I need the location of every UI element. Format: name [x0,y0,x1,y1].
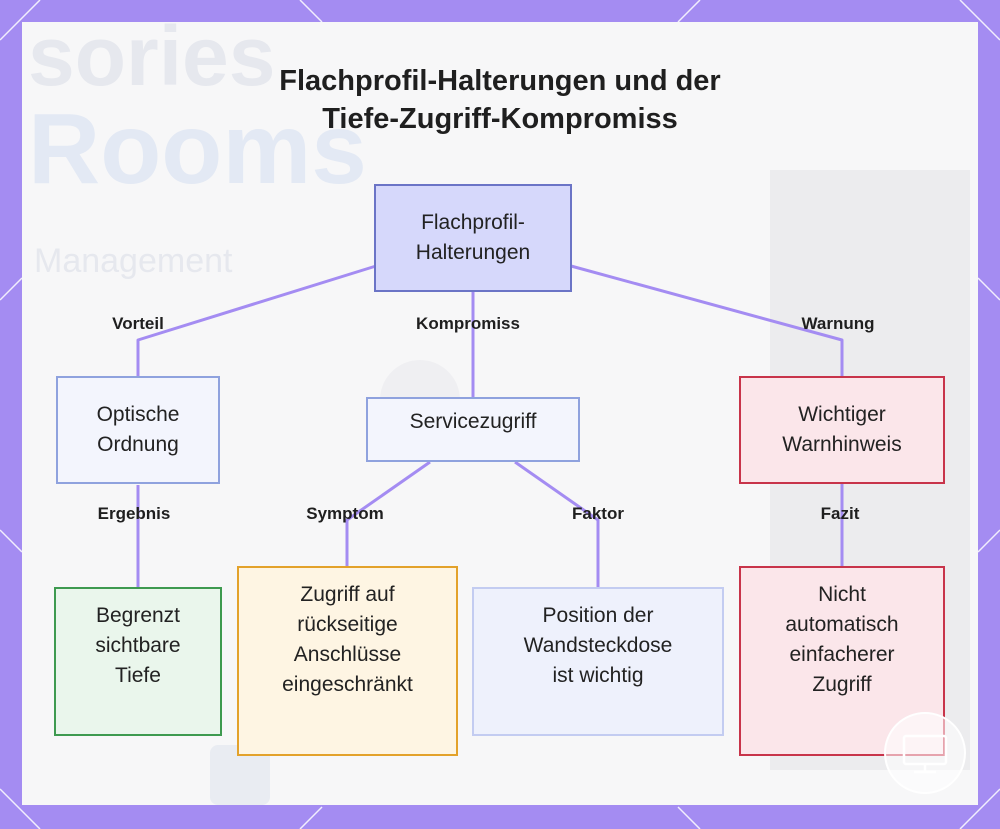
node-text: Zugriff auf [300,583,395,606]
node-begrenzt-sichtbare-tiefe: Begrenzt sichtbare Tiefe [54,587,222,736]
node-text: Anschlüsse [293,643,402,666]
node-text: Ordnung [97,433,179,456]
node-text: sichtbare [95,634,181,657]
connector-vorteil [136,264,377,377]
connector-warnung [570,264,844,377]
node-text: Nicht [818,583,866,606]
edge-label-ergebnis: Ergebnis [97,504,171,523]
node-optische-ordnung: Optische Ordnung [56,376,220,484]
node-text: Flachprofil- [421,211,525,234]
node-text: Servicezugriff [409,410,537,433]
node-zugriff-eingeschraenkt: Zugriff auf rückseitige Anschlüsse einge… [237,566,458,756]
node-text: einfacherer [789,643,895,666]
background-word: sories [28,9,276,103]
node-text: eingeschränkt [282,673,413,696]
edge-label-symptom: Symptom [306,504,384,523]
background-word: Rooms [28,93,367,205]
background-word: Management [34,242,233,280]
node-text: Position der [542,604,654,627]
node-nicht-einfacherer-zugriff: Nicht automatisch einfacherer Zugriff [739,566,945,756]
diagram-title: Flachprofil-Halterungen und der Tiefe-Zu… [200,62,800,138]
node-text: Warnhinweis [782,433,902,456]
node-text: Halterungen [415,241,531,264]
node-text: Wandsteckdose [523,634,673,657]
node-servicezugriff: Servicezugriff [366,397,580,462]
node-position-wandsteckdose: Position der Wandsteckdose ist wichtig [472,587,724,736]
node-text: Zugriff [812,673,872,696]
edge-label-fazit: Fazit [820,504,860,523]
node-text: rückseitige [297,613,398,636]
node-text: automatisch [785,613,899,636]
node-text: Optische [96,403,180,426]
node-flachprofil-halterungen: Flachprofil- Halterungen [374,184,572,292]
title-line: Tiefe-Zugriff-Kompromiss [322,103,678,135]
node-text: Tiefe [115,664,161,687]
node-text: Wichtiger [798,403,886,426]
monitor-badge-icon [884,712,966,794]
edge-label-vorteil: Vorteil [112,314,164,333]
edge-label-warnung: Warnung [801,314,875,333]
node-text: ist wichtig [552,664,644,687]
connector-faktor [514,460,600,588]
node-wichtiger-warnhinweis: Wichtiger Warnhinweis [739,376,945,484]
title-line: Flachprofil-Halterungen und der [279,65,721,97]
node-text: Begrenzt [95,604,181,627]
edge-label-faktor: Faktor [572,504,624,523]
connector-symptom [345,460,431,567]
edge-label-kompromiss: Kompromiss [416,314,520,333]
